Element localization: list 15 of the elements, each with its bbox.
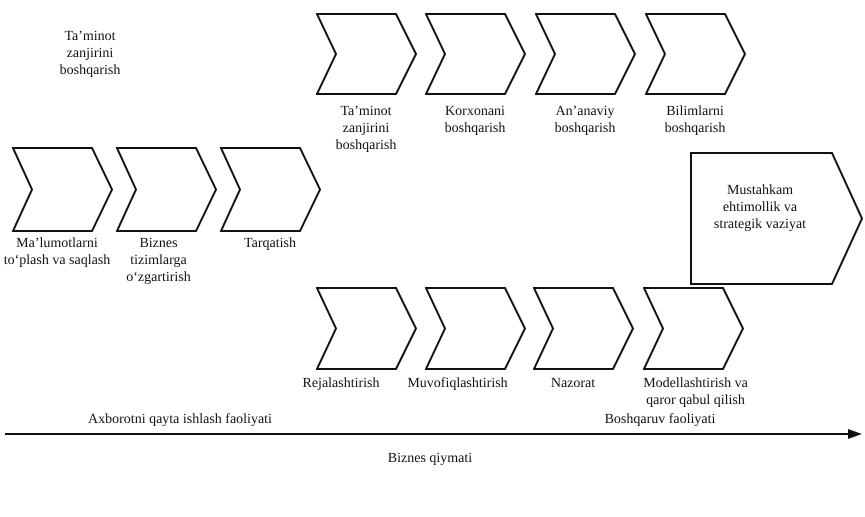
step-label: Muvofiqlashtirish — [406, 375, 509, 392]
step-label: Biznes tizimlarga o‘zgartirish — [125, 235, 192, 286]
step-label: Bilimlarni boshqarish — [664, 103, 726, 137]
step-label: Ta’minot zanjirini boshqarish — [334, 103, 398, 154]
group-heading: Ta’minot zanjirini boshqarish — [58, 28, 122, 79]
axis-label: Biznes qiymati — [386, 450, 474, 467]
step-label: Korxonani boshqarish — [444, 103, 506, 137]
step-label: Nazorat — [550, 375, 596, 392]
step-label: Ma’lumotlarni to‘plash va saqlash — [2, 235, 112, 269]
section-label: Axborotni qayta ishlash faoliyati — [87, 411, 273, 428]
step-label: Mustahkam ehtimollik va strategik vaziyat — [712, 182, 808, 233]
step-label: Modellashtirish va qaror qabul qilish — [642, 375, 749, 409]
step-label: An’anaviy boshqarish — [554, 103, 616, 137]
step-label: Tarqatish — [243, 235, 297, 252]
section-label: Boshqaruv faoliyati — [604, 411, 716, 428]
